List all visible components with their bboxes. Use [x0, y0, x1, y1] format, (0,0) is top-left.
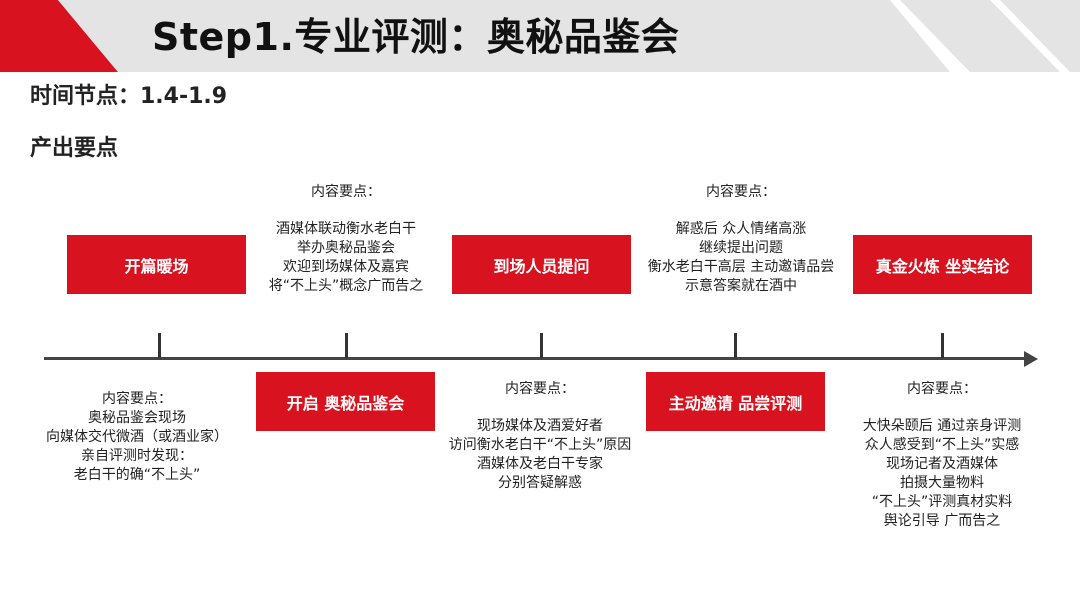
note-heading: 内容要点：: [311, 184, 381, 200]
stage-box-conclusion: 真金火炼 坐实结论: [853, 235, 1032, 294]
note-line: 衡水老白干高层 主动邀请品尝: [647, 259, 835, 275]
timeline-tick: [734, 333, 737, 358]
timeline-tick: [158, 333, 161, 358]
timeline-arrow-icon: [1024, 351, 1038, 367]
note-line: 举办奥秘品鉴会: [297, 240, 395, 256]
note-line: 奥秘品鉴会现场: [88, 410, 186, 426]
note-heading: 内容要点：: [907, 381, 977, 397]
note-1: 内容要点： 奥秘品鉴会现场 向媒体交代微酒（或酒业家） 亲自评测时发现： 老白干…: [22, 390, 252, 485]
note-line: 继续提出问题: [699, 240, 783, 256]
note-line: 欢迎到场媒体及嘉宾: [283, 259, 409, 275]
gray-corner-stripe-2: [1000, 0, 1080, 72]
note-line: 现场媒体及酒爱好者: [477, 418, 603, 434]
gray-corner-stripe: [900, 0, 1060, 72]
stage-box-invite-tasting: 主动邀请 品尝评测: [646, 372, 825, 431]
note-line: 将“不上头”概念广而告之: [268, 278, 424, 294]
note-line: 向媒体交代微酒（或酒业家）: [46, 429, 228, 445]
stage-box-start-tasting: 开启 奥秘品鉴会: [256, 372, 435, 431]
note-heading: 内容要点：: [102, 391, 172, 407]
note-line: “不上头”评测真材实料: [871, 494, 1013, 510]
timeline-tick: [941, 333, 944, 358]
stage-box-questions: 到场人员提问: [452, 235, 631, 294]
output-points-label: 产出要点: [30, 136, 119, 161]
note-line: 舆论引导 广而告之: [883, 513, 1001, 529]
gray-header-band: [58, 0, 950, 72]
time-node-label: 时间节点：1.4-1.9: [30, 84, 228, 109]
note-4: 内容要点： 解惑后 众人情绪高涨 继续提出问题 衡水老白干高层 主动邀请品尝 示…: [625, 183, 857, 296]
note-line: 拍摄大量物料: [900, 475, 984, 491]
note-3: 内容要点： 现场媒体及酒爱好者 访问衡水老白干“不上头”原因 酒媒体及老白干专家…: [420, 380, 660, 493]
note-heading: 内容要点：: [706, 184, 776, 200]
note-line: 众人感受到“不上头”实感: [864, 437, 1020, 453]
note-line: 老白干的确“不上头”: [73, 467, 201, 483]
note-line: 亲自评测时发现：: [81, 448, 193, 464]
stage-box-opening: 开篇暖场: [67, 235, 246, 294]
note-line: 解惑后 众人情绪高涨: [675, 221, 807, 237]
note-line: 酒媒体联动衡水老白干: [276, 221, 416, 237]
note-2: 内容要点： 酒媒体联动衡水老白干 举办奥秘品鉴会 欢迎到场媒体及嘉宾 将“不上头…: [232, 183, 460, 296]
note-line: 酒媒体及老白干专家: [477, 456, 603, 472]
note-line: 示意答案就在酒中: [685, 278, 797, 294]
note-heading: 内容要点：: [505, 381, 575, 397]
timeline-axis: [44, 357, 1026, 360]
note-line: 访问衡水老白干“不上头”原因: [448, 437, 632, 453]
note-line: 分别答疑解惑: [498, 475, 582, 491]
note-line: 大快朵颐后 通过亲身评测: [862, 418, 1022, 434]
note-5: 内容要点： 大快朵颐后 通过亲身评测 众人感受到“不上头”实感 现场记者及酒媒体…: [832, 380, 1052, 531]
page-title: Step1.专业评测：奥秘品鉴会: [152, 15, 680, 59]
timeline-tick: [345, 333, 348, 358]
timeline-tick: [540, 333, 543, 358]
note-line: 现场记者及酒媒体: [886, 456, 998, 472]
header-decoration: [0, 0, 1080, 72]
red-corner-stripe: [0, 0, 118, 72]
